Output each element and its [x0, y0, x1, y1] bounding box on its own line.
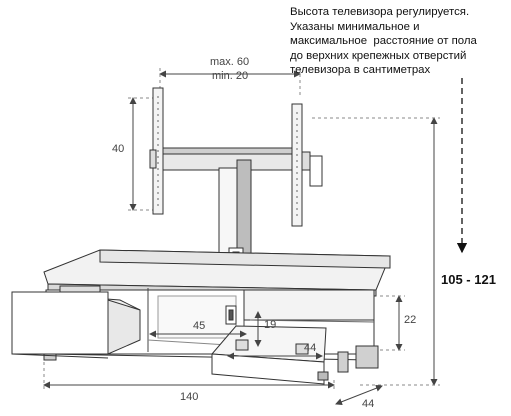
left-drawer-front — [11, 291, 109, 355]
depth-dimension-line — [335, 384, 383, 406]
total-height-label: 105 - 121 — [441, 272, 496, 287]
total-width-label: 140 — [180, 391, 199, 403]
inner-height-label: 19 — [264, 319, 277, 331]
note-line-5: телевизора в сантиметрах — [290, 64, 431, 77]
note-line-1: Высота телевизора регулируется. — [290, 6, 470, 18]
height-adjustment-note: Высота телевизора регулируется. Указаны м… — [290, 5, 505, 78]
bracket-right-rail — [291, 103, 303, 227]
bracket-width-max-label: max. 60 — [210, 56, 250, 68]
right-drawer-open — [210, 325, 329, 385]
bracket-width-min-label: min. 20 — [212, 70, 249, 82]
left-drawer-open — [11, 285, 141, 359]
note-line-2: Указаны минимальное и — [290, 20, 420, 33]
cabinet-foot-right — [355, 345, 379, 369]
note-line-4: до верхних крепежных отверстий — [290, 49, 467, 62]
inner-width-right-label: 44 — [304, 342, 317, 354]
note-line-3: максимальное расстояние от пола — [290, 35, 477, 48]
tv-bracket — [149, 87, 323, 227]
bracket-height-label: 40 — [112, 143, 125, 155]
depth-label: 44 — [362, 398, 375, 410]
shelf-height-label: 22 — [404, 314, 417, 326]
inner-width-left-label: 45 — [193, 320, 206, 332]
